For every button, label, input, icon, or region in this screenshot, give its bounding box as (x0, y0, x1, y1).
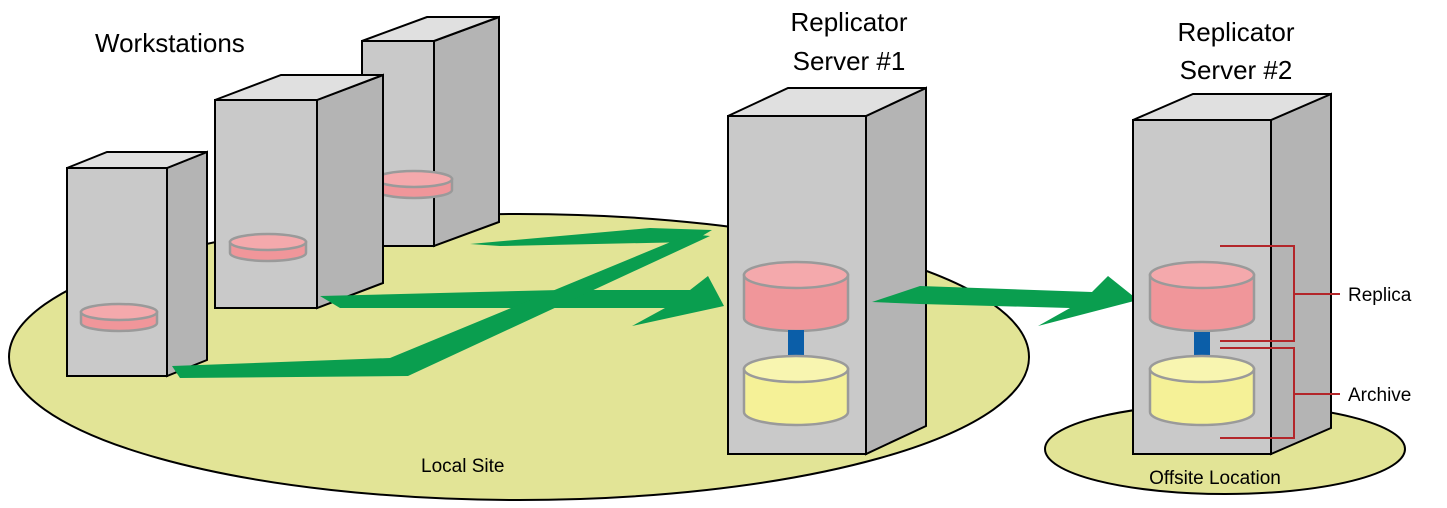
server-2-replica-disk (1148, 260, 1256, 333)
workstations-label: Workstations (95, 28, 245, 58)
replicator-server-2 (1132, 92, 1332, 456)
local-site-label: Local Site (421, 456, 504, 477)
server-1-label-line1: Replicator (790, 7, 907, 37)
workstation-2-disk (228, 232, 308, 263)
workstation-1-disk (79, 302, 159, 333)
server-1-archive-disk (742, 354, 850, 427)
archive-bracket (1220, 347, 1340, 439)
replicator-server-1 (727, 86, 927, 456)
replica-bracket (1220, 245, 1340, 342)
server-2-label-line1: Replicator (1177, 17, 1294, 47)
workstation-3-disk (374, 169, 454, 200)
workstation-1 (66, 150, 208, 378)
server-1-label-line2: Server #1 (793, 46, 906, 76)
server-2-archive-disk (1148, 354, 1256, 427)
server-1-replica-disk (742, 260, 850, 333)
server-to-server-flow-arrow (872, 276, 1138, 326)
archive-label: Archive (1348, 385, 1411, 406)
workstation-2 (214, 73, 384, 310)
replica-label: Replica (1348, 285, 1412, 306)
workstation-flow-arrows (172, 228, 724, 378)
offsite-location-label: Offsite Location (1149, 468, 1281, 489)
server-2-label-line2: Server #2 (1180, 55, 1293, 85)
